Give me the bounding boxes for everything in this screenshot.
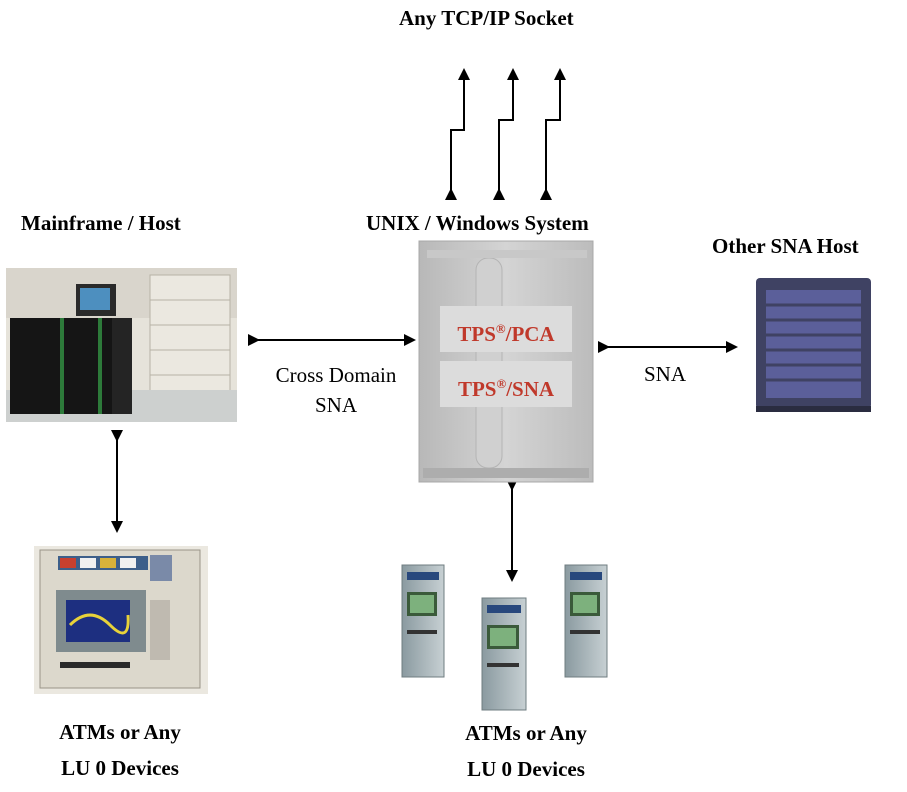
mainframe-image — [6, 268, 237, 422]
tps-sna-prefix: TPS — [457, 377, 497, 401]
tps-pca-mark: ® — [495, 321, 506, 336]
atm-left-line2: LU 0 Devices — [61, 756, 179, 780]
unix-system-label: UNIX / Windows System — [366, 211, 589, 235]
tcp-arrow-1 — [445, 68, 470, 200]
atm-group-image — [401, 564, 608, 711]
atm-right-line2: LU 0 Devices — [467, 757, 585, 781]
cross-domain-line1: Cross Domain — [275, 363, 397, 387]
tps-pca-suffix: /PCA — [505, 322, 555, 346]
atm-left-line1: ATMs or Any — [59, 720, 181, 744]
tcp-arrows — [445, 68, 566, 200]
cross-domain-label: Cross Domain SNA — [258, 360, 414, 420]
tps-sna-box: TPS®/SNA — [440, 361, 572, 407]
cross-domain-line2: SNA — [314, 393, 357, 417]
other-sna-host-image — [756, 278, 871, 412]
tps-pca-prefix: TPS — [457, 322, 496, 346]
mainframe-label: Mainframe / Host — [21, 211, 181, 235]
tps-sna-mark: ® — [496, 376, 507, 391]
atm-right-label: ATMs or Any LU 0 Devices — [436, 715, 616, 787]
atm-right-line1: ATMs or Any — [465, 721, 587, 745]
atm-kiosk-1 — [401, 564, 445, 678]
tcp-arrow-2 — [493, 68, 519, 200]
atm-left-image — [34, 546, 208, 694]
atm-left-label: ATMs or Any LU 0 Devices — [30, 714, 210, 786]
other-sna-host-label: Other SNA Host — [712, 234, 859, 258]
tps-pca-box: TPS®/PCA — [440, 306, 572, 352]
tcp-arrow-3 — [540, 68, 566, 200]
atm-kiosk-2 — [481, 597, 527, 711]
sna-label: SNA — [644, 362, 687, 386]
tps-sna-suffix: /SNA — [506, 377, 555, 401]
tcp-socket-label: Any TCP/IP Socket — [399, 6, 574, 30]
atm-kiosk-3 — [564, 564, 608, 678]
